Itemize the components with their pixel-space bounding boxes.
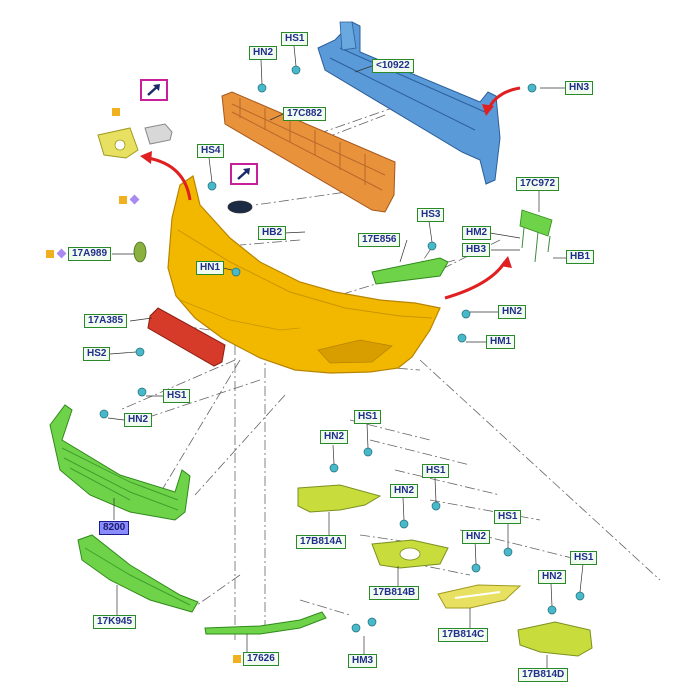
lower-trim-strip[interactable] — [204, 611, 327, 635]
fog-bezel-b[interactable] — [371, 539, 449, 569]
label-17b814b[interactable]: 17B814B — [369, 586, 420, 600]
label-hn2-top[interactable]: HN2 — [249, 46, 278, 60]
label-17b814c[interactable]: 17B814C — [438, 628, 489, 642]
label-17k945[interactable]: 17K945 — [93, 615, 137, 629]
square-marker-icon — [119, 196, 127, 204]
callout-leaders — [107, 45, 584, 668]
label-hn3[interactable]: HN3 — [565, 81, 594, 95]
label-17626[interactable]: 17626 — [243, 652, 279, 666]
bumper-beam[interactable] — [317, 21, 501, 185]
fog-bezel-d[interactable] — [517, 621, 593, 657]
lower-grille[interactable] — [77, 534, 199, 613]
label-hn2-right[interactable]: HN2 — [498, 305, 527, 319]
label-hs1-c[interactable]: HS1 — [494, 510, 522, 524]
label-17c972[interactable]: 17C972 — [516, 177, 560, 191]
fog-bezel-c[interactable] — [437, 584, 522, 609]
parking-sensor[interactable] — [97, 123, 173, 159]
upper-grille[interactable] — [49, 404, 191, 521]
bumper-cover[interactable] — [167, 175, 441, 374]
label-hn2-b[interactable]: HN2 — [390, 484, 419, 498]
sensor-bracket-assembly[interactable] — [519, 209, 553, 263]
label-hn2-grille[interactable]: HN2 — [124, 413, 153, 427]
external-reference-icon[interactable] — [230, 163, 258, 185]
square-marker-icon — [112, 108, 120, 116]
square-marker-icon — [233, 655, 241, 663]
label-17b814d[interactable]: 17B814D — [518, 668, 569, 682]
fasteners[interactable] — [99, 65, 585, 633]
label-hn2-d[interactable]: HN2 — [538, 570, 567, 584]
label-hs1-grille[interactable]: HS1 — [163, 389, 191, 403]
dashed-leader-lines — [119, 94, 661, 640]
label-hm3[interactable]: HM3 — [348, 654, 378, 668]
reflector-part[interactable] — [133, 241, 147, 263]
lower-reinforcement[interactable] — [147, 307, 226, 367]
label-hm2[interactable]: HM2 — [462, 226, 492, 240]
arrow-heads — [140, 104, 512, 268]
label-10922[interactable]: <10922 — [372, 59, 414, 73]
label-hs3[interactable]: HS3 — [417, 208, 445, 222]
label-hn2-c[interactable]: HN2 — [462, 530, 491, 544]
emblem[interactable] — [227, 200, 253, 214]
label-hs1-a[interactable]: HS1 — [354, 410, 382, 424]
label-hb3[interactable]: HB3 — [462, 243, 491, 257]
label-hb2[interactable]: HB2 — [258, 226, 287, 240]
label-17a385[interactable]: 17A385 — [84, 314, 128, 328]
label-17e856[interactable]: 17E856 — [358, 233, 401, 247]
external-reference-icon[interactable] — [140, 79, 168, 101]
fog-bezel-a[interactable] — [297, 484, 382, 513]
label-hm1[interactable]: HM1 — [486, 335, 516, 349]
label-17a989[interactable]: 17A989 — [68, 247, 112, 261]
label-hn2-a[interactable]: HN2 — [320, 430, 349, 444]
impact-absorber[interactable] — [221, 91, 396, 213]
label-hs1-b[interactable]: HS1 — [422, 464, 450, 478]
arrow-up-right-icon — [237, 168, 250, 180]
label-hs1-top[interactable]: HS1 — [281, 32, 309, 46]
label-hb1[interactable]: HB1 — [566, 250, 595, 264]
label-hs2[interactable]: HS2 — [83, 347, 111, 361]
label-17b814a[interactable]: 17B814A — [296, 535, 347, 549]
square-marker-icon — [46, 250, 54, 258]
label-hs4[interactable]: HS4 — [197, 144, 225, 158]
label-17c882[interactable]: 17C882 — [283, 107, 327, 121]
label-hs1-d[interactable]: HS1 — [570, 551, 598, 565]
side-bracket[interactable] — [371, 257, 449, 285]
label-hn1[interactable]: HN1 — [196, 261, 225, 275]
arrow-up-right-icon — [147, 84, 160, 96]
label-8200[interactable]: 8200 — [99, 521, 130, 535]
